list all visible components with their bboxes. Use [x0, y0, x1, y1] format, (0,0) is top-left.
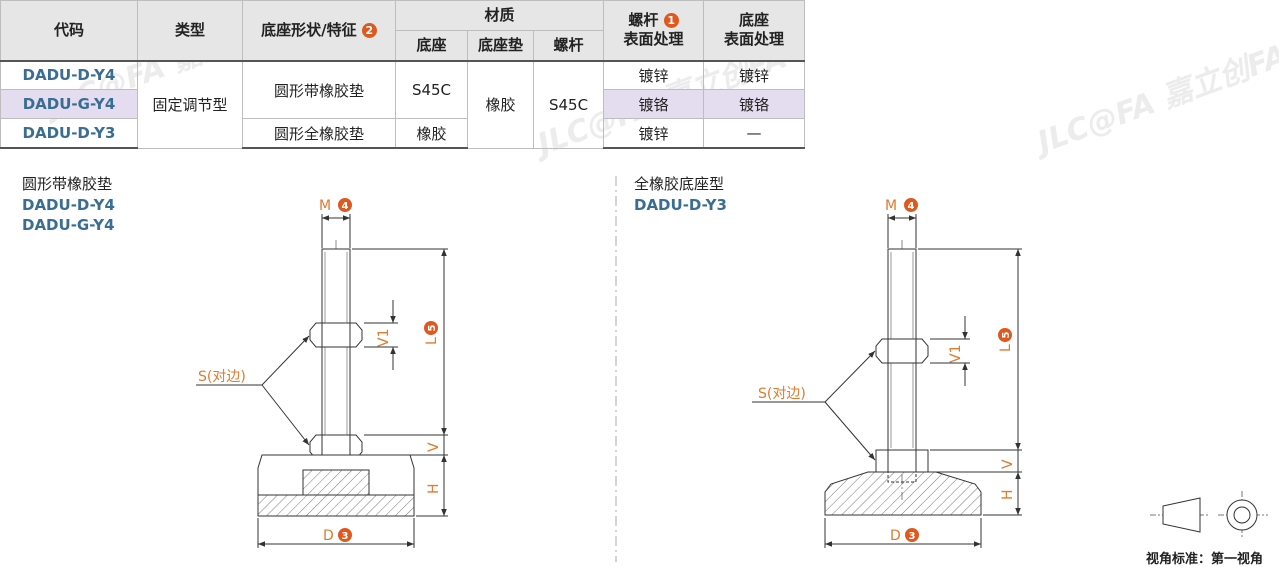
base-surface-cell: 镀锌 — [703, 59, 806, 91]
right-drawing — [752, 214, 1022, 548]
badge-1: 1 — [663, 13, 679, 29]
badge-4-text: 4 — [908, 201, 915, 212]
right-figure-title: 全橡胶底座型 — [634, 175, 725, 193]
badge-5 — [998, 328, 1012, 342]
badge-5-text: 5 — [1001, 331, 1012, 338]
badge-4-text: 4 — [342, 201, 349, 212]
row-code: DADU-D-Y3 — [0, 118, 138, 150]
view-standard-label: 视角标准：第一视角 — [1146, 552, 1264, 567]
header-bolt-surface-l1: 螺杆 — [628, 11, 659, 30]
bolt-material-cell: S45C — [532, 59, 605, 149]
badge-2: 2 — [361, 22, 377, 38]
header-base-surface-l1: 底座 — [739, 11, 770, 30]
bolt-surface-cell: 镀锌 — [603, 59, 705, 91]
first-angle-projection-icon — [1150, 491, 1268, 539]
dim-m-label: M — [319, 198, 331, 214]
dim-d-label: D — [890, 528, 901, 544]
header-bolt-surface-l2: 表面处理 — [623, 30, 684, 49]
header-material-bolt: 螺杆 — [532, 30, 605, 62]
right-figure-code: DADU-D-Y3 — [634, 196, 727, 214]
left-drawing — [196, 214, 448, 548]
badge-3 — [905, 528, 919, 542]
base-surface-cell: 镀铬 — [703, 89, 806, 120]
dim-s-label: S(对边) — [198, 369, 246, 385]
header-material-pad: 底座垫 — [467, 30, 534, 62]
dim-d-label: D — [323, 528, 334, 544]
dim-v-label: V — [1000, 459, 1016, 469]
header-bolt-surface: 螺杆 1 表面处理 — [603, 0, 705, 62]
dim-v1-label: V1 — [376, 329, 392, 347]
spec-table: 代码 类型 底座形状/特征 2 材质 螺杆 1 表面处理 底座 表面处理 底座 … — [0, 0, 806, 150]
header-base-surface: 底座 表面处理 — [703, 0, 806, 62]
badge-5 — [424, 321, 438, 335]
header-base-shape-label: 底座形状/特征 — [261, 20, 357, 39]
right-figure-caption: 全橡胶底座型 DADU-D-Y3 — [634, 173, 727, 215]
header-base-surface-l2: 表面处理 — [724, 30, 785, 49]
bolt-surface-cell: 镀铬 — [603, 89, 705, 120]
dim-m-label: M — [885, 198, 897, 214]
dim-v1-label: V1 — [948, 345, 964, 363]
badge-3-text: 3 — [909, 531, 916, 542]
header-material: 材质 — [394, 0, 605, 32]
base-material-cell: 橡胶 — [395, 118, 468, 150]
badge-5-text: 5 — [427, 324, 438, 331]
dim-h-label: H — [426, 483, 442, 494]
row-code: DADU-D-Y4 — [0, 59, 138, 91]
badge-3-text: 3 — [342, 531, 349, 542]
badge-3 — [338, 528, 352, 542]
shape-cell: 圆形带橡胶垫 — [242, 59, 396, 120]
row-code: DADU-G-Y4 — [0, 89, 138, 120]
dim-l-label: L — [424, 337, 440, 345]
header-code: 代码 — [0, 0, 138, 62]
badge-4 — [904, 198, 918, 212]
dim-h-label: H — [1000, 489, 1016, 500]
shape-cell: 圆形全橡胶垫 — [242, 118, 396, 150]
bolt-surface-cell: 镀锌 — [603, 118, 705, 150]
header-material-base: 底座 — [395, 30, 468, 62]
base-surface-cell: — — [703, 118, 806, 150]
dim-v-label: V — [426, 442, 442, 452]
badge-4 — [338, 198, 352, 212]
left-figure-title: 圆形带橡胶垫 — [22, 175, 113, 193]
left-figure-caption: 圆形带橡胶垫 DADU-D-Y4 DADU-G-Y4 — [22, 173, 115, 235]
left-figure-code: DADU-G-Y4 — [22, 216, 115, 234]
pad-material-cell: 橡胶 — [467, 59, 534, 149]
dim-l-label: L — [998, 344, 1014, 352]
base-material-cell: S45C — [395, 59, 468, 120]
dim-s-label: S(对边) — [758, 386, 806, 402]
left-figure-code: DADU-D-Y4 — [22, 196, 115, 214]
